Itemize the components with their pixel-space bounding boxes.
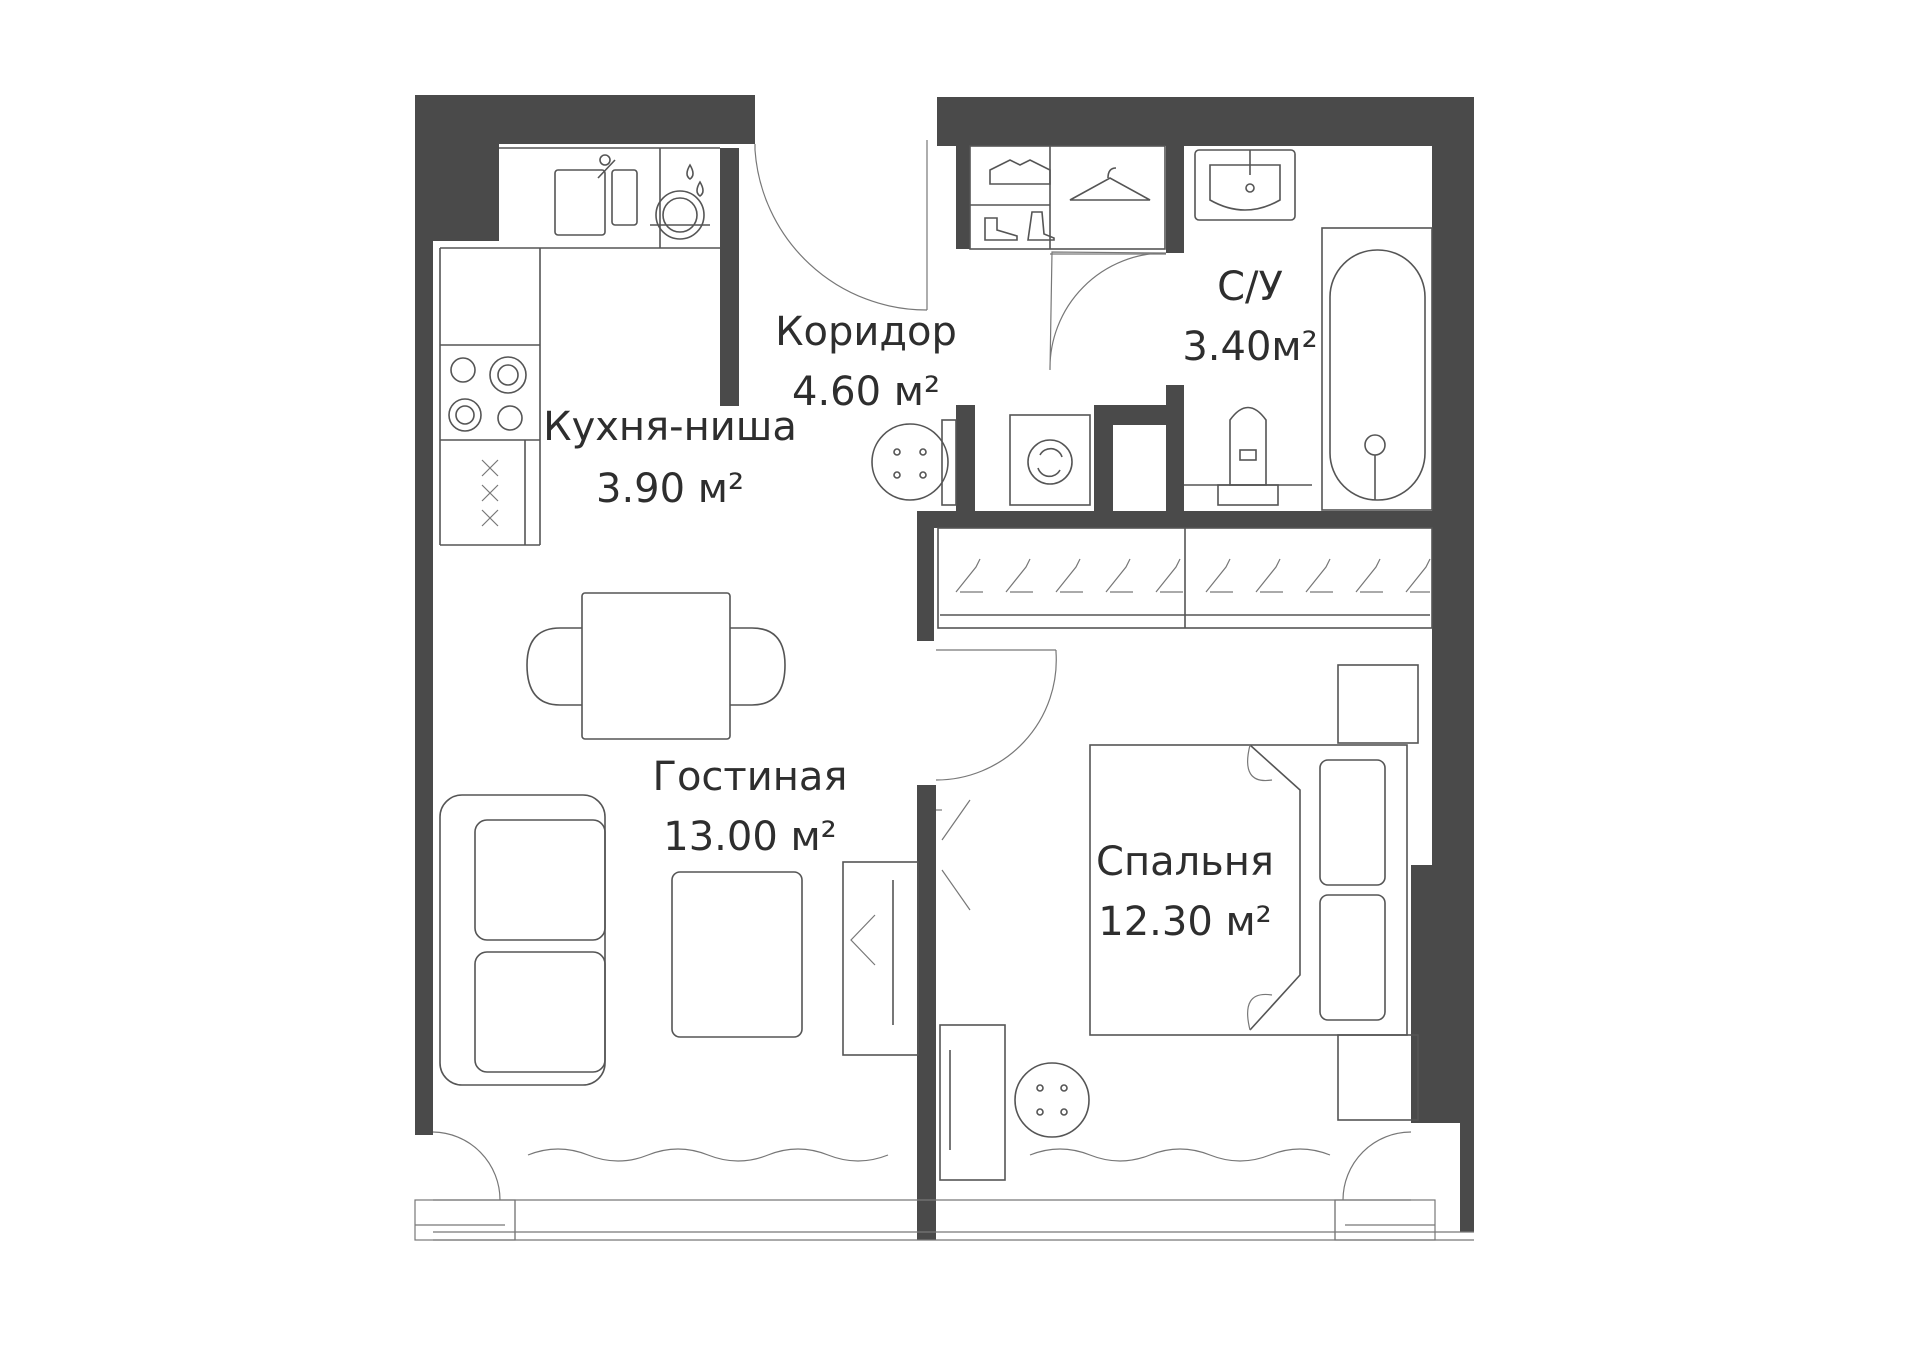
bathtub-icon: [1321, 227, 1433, 511]
room-labels: Кухня-ниша 3.90 м² Коридор 4.60 м² С/У 3…: [543, 264, 1317, 945]
sink-icon: [554, 169, 638, 236]
washbasin-icon: [1194, 149, 1296, 221]
kitchen-furniture: [439, 147, 720, 546]
pouf-icon: [871, 419, 957, 506]
bedroom-name-label: Спальня: [1096, 839, 1274, 885]
tv-stand-icon: [842, 861, 919, 1056]
toilet-icon: [1184, 406, 1312, 506]
stove-icon: [440, 344, 540, 545]
dining-table-icon: [581, 592, 731, 740]
bathroom-name-label: С/У: [1217, 264, 1283, 310]
walls: [415, 95, 1474, 1240]
chair-icon: [526, 627, 786, 706]
bedroom-area-label: 12.30 м²: [1098, 899, 1271, 945]
drops-icon: [686, 163, 704, 197]
rug-icon: [671, 871, 803, 1038]
bed-icon: [1089, 744, 1408, 1036]
washing-machine-icon: [1009, 414, 1091, 506]
living-name-label: Гостиная: [653, 754, 848, 800]
nightstand-icon: [1337, 664, 1419, 1121]
bedroom-stand: [936, 799, 1090, 1181]
kitchen-area-label: 3.90 м²: [596, 466, 744, 512]
dishes-icon: [650, 190, 710, 240]
windows: [414, 1199, 1474, 1241]
faucet-icon: [597, 154, 616, 179]
living-area-label: 13.00 м²: [663, 814, 836, 860]
hanger-icon: [1069, 167, 1151, 201]
bathroom-area-label: 3.40м²: [1182, 324, 1317, 370]
sofa-icon: [439, 794, 606, 1086]
bathroom-fixtures: [1184, 149, 1433, 511]
wardrobe-hangers-icon: [937, 527, 1433, 629]
entry-wardrobe: [969, 145, 1166, 255]
kitchen-name-label: Кухня-ниша: [543, 404, 797, 450]
door-swing-icon: [432, 140, 1412, 1201]
corridor-area-label: 4.60 м²: [792, 369, 940, 415]
corridor-name-label: Коридор: [775, 309, 957, 355]
shirt-icon: [989, 159, 1051, 185]
shoes-icon: [984, 211, 1055, 241]
curtain-icon: [527, 1148, 1331, 1162]
